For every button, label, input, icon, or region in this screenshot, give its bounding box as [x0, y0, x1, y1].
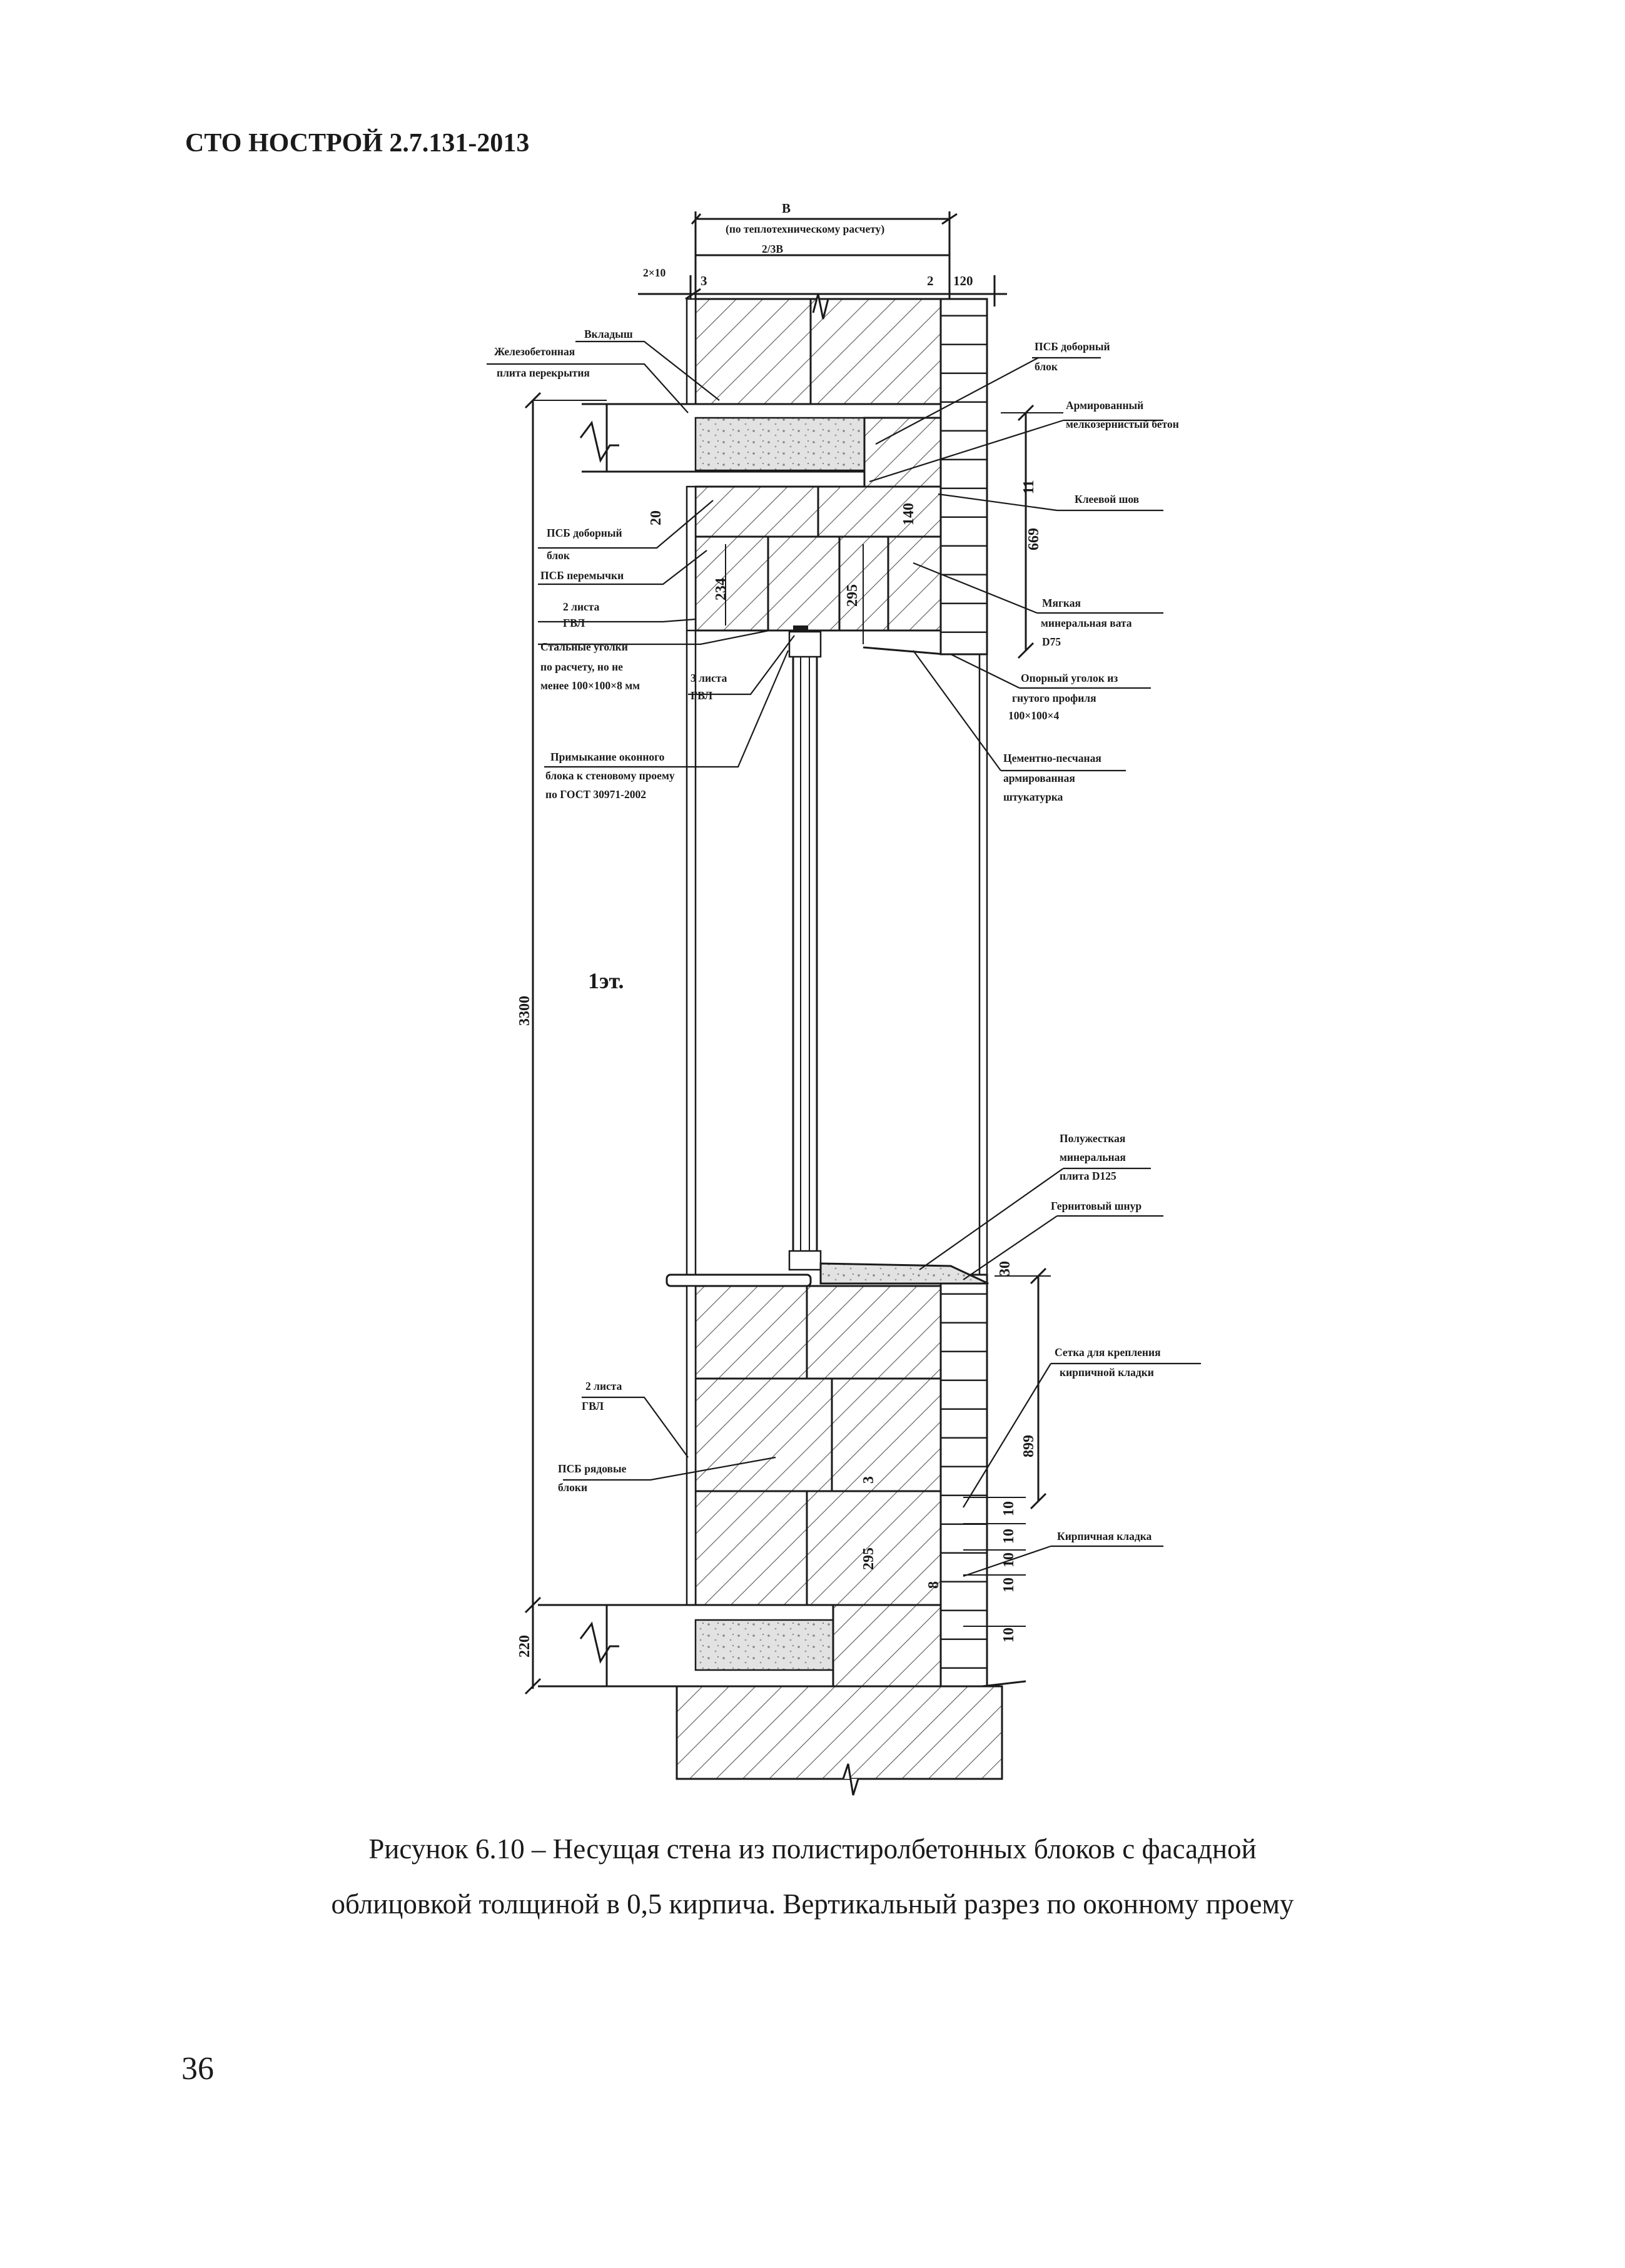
window-opening: [666, 630, 989, 1287]
dim-3-lower: 3: [861, 1476, 877, 1484]
label-vata-1: Мягкая: [1042, 597, 1081, 609]
label-gvl3-2: ГВЛ: [691, 689, 712, 702]
dim-669: 669: [1026, 528, 1042, 550]
dim-b-note: (по теплотехническому расчету): [726, 223, 884, 235]
dim-10-d: 10: [1001, 1577, 1017, 1592]
label-polu-plita-2: минеральная: [1060, 1151, 1126, 1163]
leader-lines: [487, 340, 1201, 1577]
label-arm-beton-2: мелкозернистый бетон: [1066, 418, 1179, 430]
dim-2: 2: [927, 273, 934, 288]
figure-caption-line-2: облицовкой толщиной в 0,5 кирпича. Верти…: [331, 1888, 1294, 1920]
dim-10-b: 10: [1001, 1529, 1017, 1544]
upper-floor-slab: [579, 403, 942, 488]
right-dimensions: 669 11 30 899 3 295 8 10 10 10 10 10: [861, 404, 1063, 1643]
label-primykanie-2: блока к стеновому проему: [545, 769, 675, 782]
label-kladka: Кирпичная кладка: [1057, 1530, 1152, 1542]
label-gernit: Гернитовый шнур: [1051, 1200, 1142, 1212]
dim-11: 11: [1021, 480, 1037, 494]
label-primykanie-3: по ГОСТ 30971-2002: [545, 788, 646, 801]
foundation: [676, 1680, 1026, 1796]
page-number: 36: [181, 2051, 214, 2087]
top-dimensions: В (по теплотехническому расчету) 2/3В 2×…: [638, 201, 1007, 306]
dim-220: 220: [517, 1635, 533, 1658]
dim-two-third-b: 2/3В: [762, 243, 783, 255]
label-setka-2: кирпичной кладки: [1060, 1366, 1154, 1379]
label-psb-dob-left-2: блок: [547, 549, 570, 562]
dim-b: В: [782, 201, 791, 216]
label-kleevoy-shov: Клеевой шов: [1075, 493, 1139, 505]
label-ugolki-2: по расчету, но не: [540, 661, 623, 673]
label-polu-plita-1: Полужесткая: [1060, 1132, 1125, 1145]
left-dimensions: 3300 220 20 234 295 140: [517, 392, 917, 1695]
lower-wall: [686, 1285, 942, 1606]
label-floor: 1эт.: [588, 968, 624, 993]
label-primykanie-1: Примыкание оконного: [550, 751, 665, 763]
label-vkladysh: Вкладыш: [584, 328, 633, 340]
dim-234: 234: [713, 578, 729, 600]
document-header: СТО НОСТРОЙ 2.7.131-2013: [185, 129, 530, 158]
dim-295-top: 295: [844, 584, 861, 607]
label-psb-dob-left-1: ПСБ доборный: [547, 527, 622, 539]
label-shtukaturka-3: штукатурка: [1003, 791, 1063, 803]
label-ugolki-3: менее 100×100×8 мм: [540, 679, 640, 692]
dim-899: 899: [1021, 1435, 1037, 1457]
label-gvl2-top-2: ГВЛ: [563, 617, 585, 629]
dim-8: 8: [926, 1581, 942, 1589]
dim-2x10: 2×10: [643, 266, 666, 279]
label-vata-2: минеральная вата: [1041, 617, 1132, 629]
dim-10-a: 10: [1001, 1501, 1017, 1516]
label-vata-3: D75: [1042, 635, 1061, 648]
dim-3: 3: [701, 273, 707, 288]
label-psb-dob-top-1: ПСБ доборный: [1035, 340, 1110, 353]
figure-caption-line-1: Рисунок 6.10 – Несущая стена из полистир…: [368, 1833, 1257, 1865]
label-opor-ugol-2: гнутого профиля: [1012, 692, 1096, 704]
dim-140: 140: [901, 503, 917, 525]
dim-20: 20: [648, 510, 664, 525]
lintel-zone: [686, 485, 945, 656]
label-shtukaturka-1: Цементно-песчаная: [1003, 752, 1101, 764]
upper-wall: [686, 293, 942, 405]
dim-10-e: 10: [1001, 1628, 1017, 1643]
label-setka-1: Сетка для крепления: [1055, 1346, 1161, 1359]
label-zhb-plita-1: Железобетонная: [494, 345, 575, 358]
label-opor-ugol-3: 100×100×4: [1008, 709, 1059, 722]
dim-120: 120: [953, 273, 973, 288]
label-zhb-plita-2: плита перекрытия: [497, 367, 590, 379]
label-psb-dob-top-2: блок: [1035, 360, 1058, 373]
dim-3300: 3300: [517, 996, 533, 1026]
dim-30: 30: [997, 1261, 1013, 1276]
label-gvl3-1: 3 листа: [691, 672, 727, 684]
label-gvl2-top-1: 2 листа: [563, 600, 600, 613]
label-psb-ryad-2: блоки: [558, 1481, 587, 1494]
label-gvl2-bot-1: 2 листа: [585, 1380, 622, 1392]
label-arm-beton-1: Армированный: [1066, 399, 1143, 412]
label-ugolki-1: Стальные уголки: [540, 640, 628, 653]
lower-floor-slab: [538, 1604, 942, 1688]
label-shtukaturka-2: армированная: [1003, 772, 1075, 784]
label-opor-ugol-1: Опорный уголок из: [1021, 672, 1118, 684]
label-polu-plita-3: плита D125: [1060, 1170, 1116, 1182]
label-psb-ryad-1: ПСБ рядовые: [558, 1462, 627, 1475]
dim-295-lower: 295: [861, 1547, 877, 1570]
label-psb-peremychki: ПСБ перемычки: [540, 569, 624, 582]
label-gvl2-bot-2: ГВЛ: [582, 1400, 604, 1412]
